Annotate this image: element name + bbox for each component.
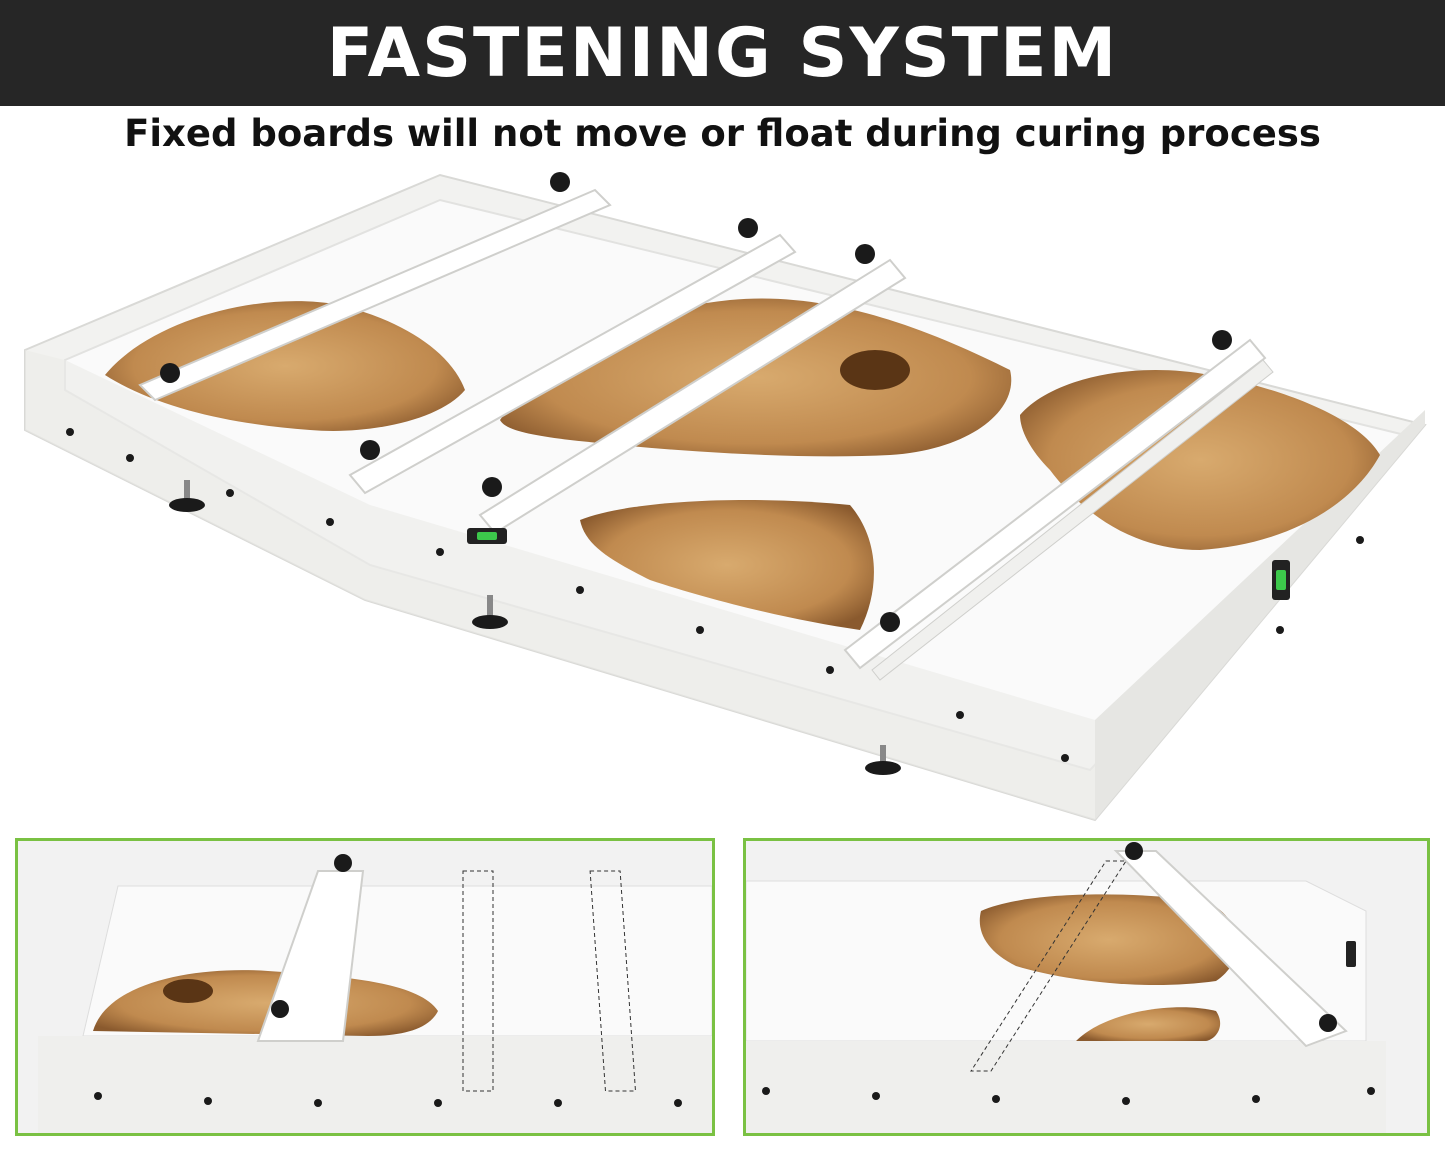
star-knob-icon bbox=[550, 172, 570, 192]
inset-right-detail bbox=[743, 838, 1430, 1136]
bubble-level-icon bbox=[1346, 941, 1356, 967]
star-knob-icon bbox=[482, 477, 502, 497]
subtitle: Fixed boards will not move or float duri… bbox=[124, 112, 1321, 155]
banner-title: FASTENING SYSTEM bbox=[326, 13, 1119, 93]
star-knob-icon bbox=[738, 218, 758, 238]
mold-hero-illustration bbox=[24, 172, 1427, 822]
star-knob-icon bbox=[271, 1000, 289, 1018]
leveling-foot-icon bbox=[169, 498, 205, 512]
star-knob-icon bbox=[880, 612, 900, 632]
star-knob-icon bbox=[1212, 330, 1232, 350]
inset-left-detail bbox=[15, 838, 715, 1136]
leveling-feet bbox=[169, 480, 901, 775]
star-knob-icon bbox=[1319, 1014, 1337, 1032]
leveling-foot-icon bbox=[865, 761, 901, 775]
star-knob-icon bbox=[360, 440, 380, 460]
star-knob-icon bbox=[160, 363, 180, 383]
screw-heads bbox=[66, 428, 1364, 762]
star-knobs bbox=[160, 172, 1232, 632]
bubble-levels bbox=[467, 528, 1290, 600]
clamp-bars bbox=[138, 188, 1274, 681]
star-knob-icon bbox=[855, 244, 875, 264]
title-banner: FASTENING SYSTEM bbox=[0, 0, 1445, 106]
star-knob-icon bbox=[334, 854, 352, 872]
wood-slabs bbox=[105, 298, 1380, 630]
star-knob-icon bbox=[1125, 842, 1143, 860]
leveling-foot-icon bbox=[472, 615, 508, 629]
